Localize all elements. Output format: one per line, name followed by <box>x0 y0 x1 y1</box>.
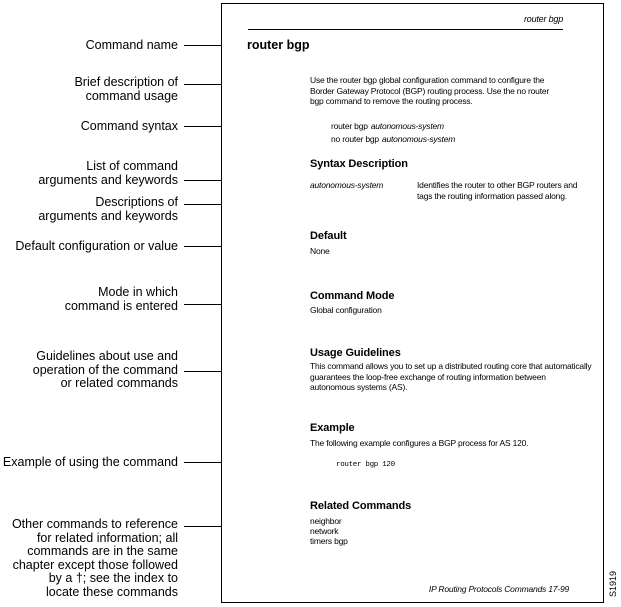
callout-usage-guidelines: Guidelines about use and operation of th… <box>32 349 178 390</box>
callout-related-commands: Other commands to reference for related … <box>11 517 178 599</box>
header-rule <box>248 29 563 30</box>
related-commands-list: neighbor network timers bgp <box>310 516 348 546</box>
callout-example: Example of using the command <box>2 455 178 469</box>
callout-argument-descriptions: Descriptions of arguments and keywords <box>38 195 178 223</box>
example-code: router bgp 120 <box>336 461 395 469</box>
related-command: neighbor <box>310 516 342 526</box>
callout-arguments-list: List of command arguments and keywords <box>38 159 178 187</box>
syntax-argument: autonomous-system <box>381 134 456 144</box>
command-title: router bgp <box>247 38 310 52</box>
callout-default-value: Default configuration or value <box>15 239 178 253</box>
figure-id: S1919 <box>608 570 618 598</box>
command-mode-heading: Command Mode <box>310 290 395 302</box>
syntax-command: router bgp <box>331 121 368 131</box>
usage-guidelines-heading: Usage Guidelines <box>310 347 401 359</box>
callout-brief-description: Brief description of command usage <box>74 75 178 103</box>
syntax-argument: autonomous-system <box>370 121 444 131</box>
callout-command-mode: Mode in which command is entered <box>64 285 178 313</box>
page-footer: IP Routing Protocols Commands 17-99 <box>428 584 569 594</box>
related-commands-heading: Related Commands <box>310 500 412 512</box>
syntax-command: no router bgp <box>331 134 379 144</box>
syntax-description-heading: Syntax Description <box>310 158 408 170</box>
related-command: timers bgp <box>310 536 348 546</box>
syntax-term-definition: Identifies the router to other BGP route… <box>417 180 578 201</box>
callout-command-name: Command name <box>85 38 178 52</box>
related-command: network <box>310 526 339 536</box>
example-heading: Example <box>310 422 355 434</box>
default-heading: Default <box>310 230 347 242</box>
default-value: None <box>310 246 330 256</box>
callout-command-syntax: Command syntax <box>80 119 178 133</box>
running-head: router bgp <box>523 14 563 24</box>
command-description: Use the router bgp global configuration … <box>310 75 550 106</box>
example-intro: The following example configures a BGP p… <box>310 438 529 448</box>
syntax-term: autonomous-system <box>310 180 384 190</box>
arrow-line <box>184 45 232 46</box>
command-mode-value: Global configuration <box>310 305 382 315</box>
usage-guidelines-text: This command allows you to set up a dist… <box>310 361 592 392</box>
sample-page: router bgp router bgp Use the router bgp… <box>221 3 604 603</box>
